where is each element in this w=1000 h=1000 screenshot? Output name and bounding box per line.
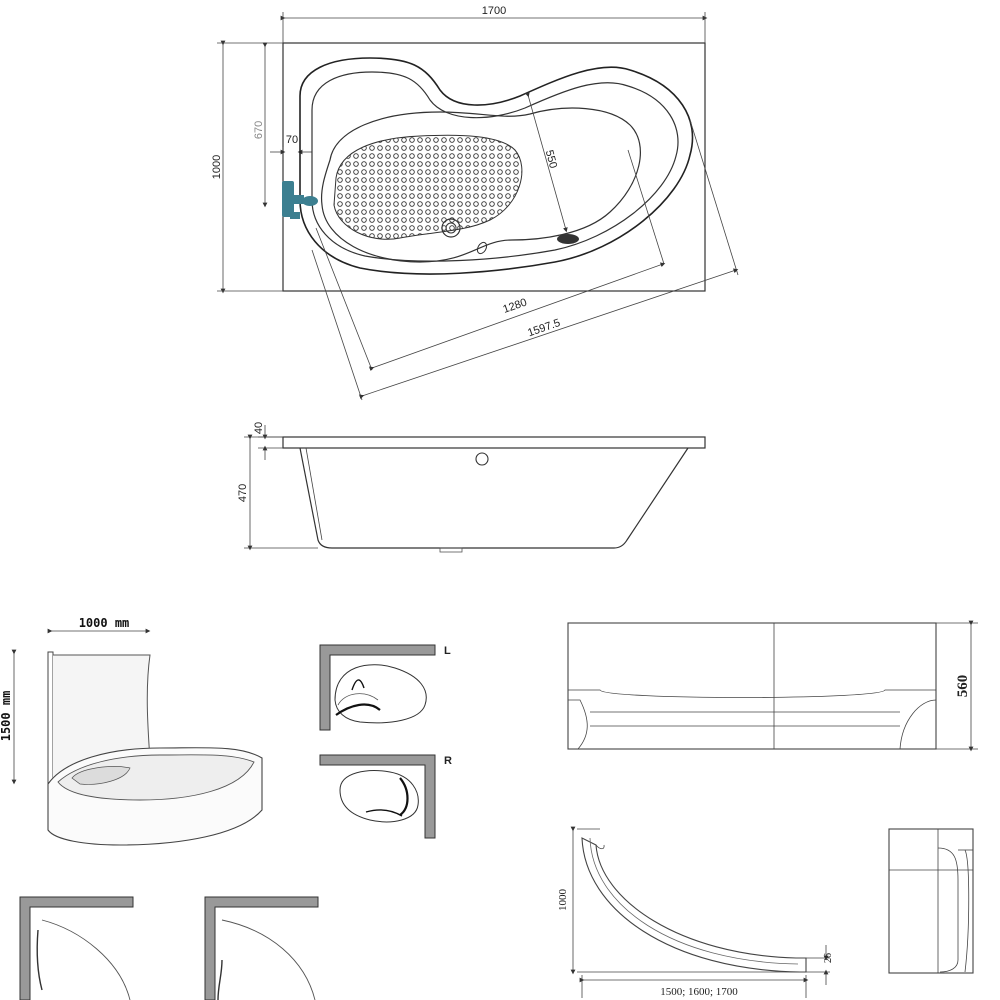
- screen-width-label: 1000 mm: [79, 616, 130, 630]
- screen-plan-open: [204, 896, 319, 1000]
- drain-icon: [441, 218, 461, 238]
- screen-3d-view: 1000 mm 1500 mm: [0, 616, 263, 846]
- offset-dimension-label: 70: [286, 134, 298, 146]
- screen-plan-closed: [19, 896, 134, 1000]
- width-dimension-label: 1700: [482, 5, 506, 17]
- basin-width-label: 550: [543, 149, 559, 170]
- overflow-side-icon: [475, 452, 489, 466]
- curved-panel: 1000 26 1500; 1600; 1700: [557, 826, 834, 998]
- diagonal-label: 1597.5: [526, 317, 562, 339]
- screen-height-label: 1500 mm: [0, 691, 13, 742]
- orientation-left-label: L: [444, 645, 451, 657]
- side-view: 40 470: [237, 422, 706, 553]
- tub-height-label: 470: [237, 484, 249, 502]
- rim-height-label: 40: [253, 422, 265, 434]
- inner-depth-dimension-label: 670: [253, 121, 265, 139]
- anti-slip-mat: [333, 134, 523, 240]
- curved-panel-depth-label: 1000: [557, 889, 569, 912]
- orientation-right: R: [319, 754, 452, 839]
- tub-basin: [320, 107, 641, 263]
- front-panel-height-label: 560: [955, 675, 971, 698]
- basin-length-label: 1280: [501, 297, 528, 316]
- top-view: 1700 1000 670 70: [211, 5, 739, 401]
- front-panel: 560: [567, 620, 978, 752]
- faucet-icon: [282, 181, 318, 219]
- tub-inner-rim: [311, 71, 679, 262]
- end-panel: [888, 828, 974, 974]
- orientation-left: L: [319, 644, 451, 731]
- depth-dimension-label: 1000: [211, 155, 223, 179]
- curved-panel-thickness-label: 26: [823, 953, 834, 963]
- headrest-icon: [557, 234, 579, 244]
- side-view-body: [299, 447, 689, 549]
- side-view-rim: [282, 436, 706, 449]
- overflow-icon: [476, 241, 488, 255]
- curved-panel-length-label: 1500; 1600; 1700: [660, 986, 738, 998]
- orientation-right-label: R: [444, 755, 452, 767]
